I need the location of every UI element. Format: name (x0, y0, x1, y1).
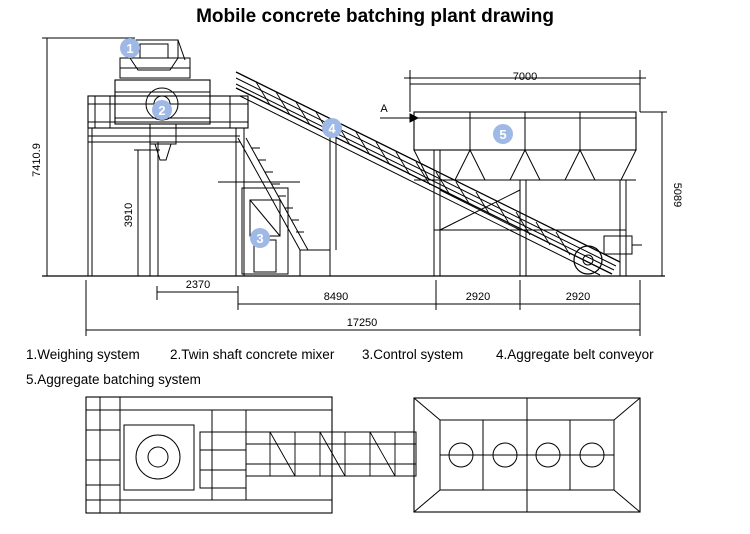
svg-text:1: 1 (126, 41, 133, 56)
badge-batching-system: 5 (493, 124, 513, 144)
dim-seg1: 2370 (186, 279, 210, 291)
badge-control-system: 3 (250, 228, 270, 248)
dim-seg4: 2920 (566, 291, 590, 303)
svg-text:2: 2 (158, 103, 165, 118)
legend-item-weighing-system: 1.Weighing system (26, 347, 140, 362)
svg-text:3: 3 (256, 231, 263, 246)
dim-total-length: 17250 (347, 317, 378, 329)
dim-bin-width: 7000 (513, 71, 537, 83)
dim-bin-height: 5089 (671, 183, 683, 207)
dim-total-height: 7410.9 (31, 143, 43, 177)
legend-item-belt-conveyor: 4.Aggregate belt conveyor (496, 347, 654, 362)
badge-weighing-system: 1 (120, 38, 140, 58)
legend-item-batching-system: 5.Aggregate batching system (26, 372, 201, 387)
dim-seg3: 2920 (466, 291, 490, 303)
view-marker-a: A (380, 103, 388, 115)
badge-twin-shaft-mixer: 2 (152, 100, 172, 120)
svg-text:5: 5 (499, 127, 506, 142)
drawing-title: Mobile concrete batching plant drawing (196, 6, 554, 27)
legend-item-twin-shaft-mixer: 2.Twin shaft concrete mixer (170, 347, 335, 362)
legend-item-control-system: 3.Control system (362, 347, 464, 362)
badge-belt-conveyor: 4 (322, 118, 342, 138)
dim-mixer-height: 3910 (123, 203, 135, 227)
dim-seg2: 8490 (324, 291, 348, 303)
svg-text:4: 4 (328, 121, 336, 136)
